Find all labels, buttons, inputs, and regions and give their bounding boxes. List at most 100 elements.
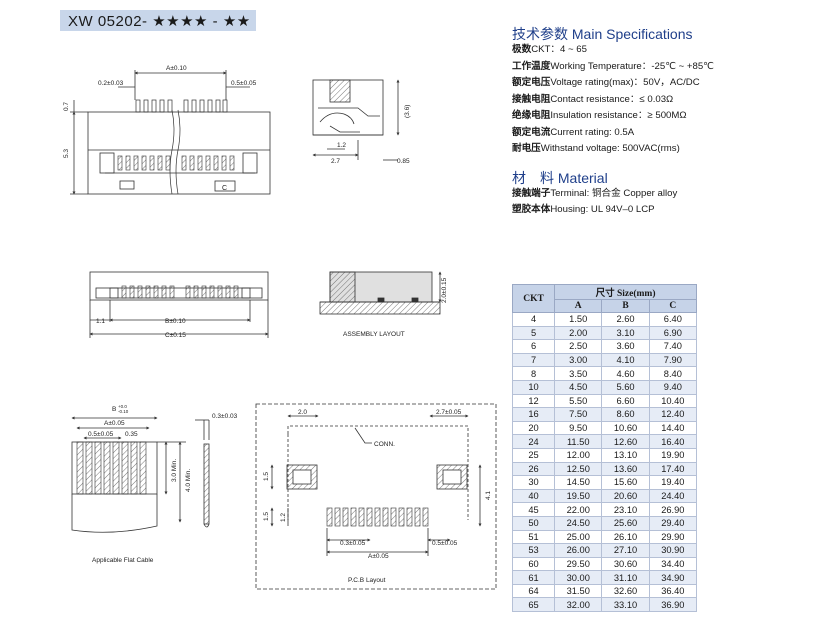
dim-b-010: B±0.10 [165, 318, 186, 325]
table-cell: 15.60 [601, 475, 650, 490]
table-cell: 7 [511, 352, 556, 368]
table-cell: 30.90 [648, 543, 698, 558]
spec-item: 额定电压Voltage rating(max)：50V，AC/DC [512, 77, 700, 88]
table-cell: 26.10 [601, 529, 650, 545]
table-cell: 26.00 [554, 543, 603, 558]
dim-b-tol: B [112, 406, 116, 413]
table-cell: 10.40 [648, 393, 698, 409]
table-cell: 5 [511, 325, 556, 341]
table-cell: 51 [511, 529, 556, 545]
table-cell: 65 [511, 597, 556, 613]
dim-w-27-005: 2.7±0.05 [436, 409, 462, 416]
table-cell: 36.40 [648, 583, 698, 599]
col-a-header: A [554, 299, 603, 313]
dim-b-tol-sub: -0.10 [118, 409, 129, 414]
dim-w-035: 0.35 [125, 431, 138, 438]
table-cell: 2.60 [601, 312, 650, 327]
material-list: 接触端子Terminal: 铜合金 Copper alloy 塑胶本体Housi… [512, 186, 677, 218]
table-cell: 7.50 [554, 407, 603, 422]
col-b-header: B [601, 299, 650, 313]
dim-h-07: 0.7 [63, 102, 70, 111]
spec-item: 极数CKT：4 ~ 65 [512, 44, 587, 55]
table-cell: 29.50 [554, 556, 603, 572]
assembly-layout-drawing [319, 271, 442, 315]
table-cell: 10.60 [601, 420, 650, 436]
table-cell: 7.40 [648, 339, 698, 354]
dim-w-085: 0.85 [397, 158, 410, 165]
table-cell: 25 [511, 447, 556, 463]
table-cell: 24.50 [554, 515, 603, 531]
table-cell: 25.00 [554, 529, 603, 545]
spec-item: 工作温度Working Temperature：-25℃ ~ +85℃ [512, 60, 714, 72]
dim-w-20: 2.0 [298, 409, 307, 416]
dim-h-20-015: 2.0±0.15 [441, 277, 448, 303]
dim-t-03: 0.3±0.03 [212, 413, 238, 420]
pcb-layout-drawing [255, 403, 497, 590]
col-ckt-header: CKT [511, 284, 556, 313]
dim-h-15a: 1.5 [263, 472, 270, 481]
table-cell: 2.00 [554, 325, 603, 341]
table-cell: 4.10 [601, 352, 650, 368]
table-cell: 64 [511, 583, 556, 599]
table-cell: 3.50 [554, 366, 603, 381]
side-view-drawing [312, 79, 400, 161]
dim-w-27: 2.7 [331, 158, 340, 165]
table-cell: 8.40 [648, 366, 698, 381]
table-cell: 16 [511, 407, 556, 422]
table-cell: 60 [511, 556, 556, 572]
table-cell: 31.10 [601, 570, 650, 585]
spec-item: 额定电流Current rating: 0.5A [512, 126, 635, 138]
material-item: 塑胶本体Housing: UL 94V–0 LCP [512, 204, 655, 215]
table-cell: 19.40 [648, 475, 698, 490]
table-cell: 3.60 [601, 339, 650, 354]
dim-a-005b: A±0.05 [368, 553, 389, 560]
dim-h-30min: 3.0 Min. [171, 459, 178, 482]
dim-pitch-05: 0.5±0.05 [231, 80, 257, 87]
table-cell: 5.50 [554, 393, 603, 409]
table-cell: 33.10 [601, 597, 650, 613]
table-cell: 53 [511, 543, 556, 558]
dim-h-15b: 1.5 [263, 512, 270, 521]
table-cell: 8.60 [601, 407, 650, 422]
table-cell: 20.60 [601, 488, 650, 504]
table-cell: 26.90 [648, 502, 698, 517]
table-cell: 4 [511, 312, 556, 327]
table-cell: 4.60 [601, 366, 650, 381]
material-item: 接触端子Terminal: 铜合金 Copper alloy [512, 188, 678, 199]
table-cell: 19.50 [554, 488, 603, 504]
spec-item: 绝缘电阻Insulation resistance：≥ 500MΩ [512, 110, 687, 121]
table-cell: 32.00 [554, 597, 603, 613]
dim-c-015: C±0.15 [165, 332, 186, 339]
table-cell: 40 [511, 488, 556, 504]
dim-a-005: A±0.05 [104, 420, 125, 427]
table-cell: 13.60 [601, 461, 650, 477]
table-cell: 22.00 [554, 502, 603, 517]
table-cell: 23.10 [601, 502, 650, 517]
table-cell: 3.10 [601, 325, 650, 341]
table-cell: 16.40 [648, 434, 698, 449]
table-cell: 12.60 [601, 434, 650, 449]
table-cell: 30 [511, 475, 556, 490]
table-cell: 29.90 [648, 529, 698, 545]
dim-h-53: 5.3 [63, 149, 70, 158]
dim-w-12: 1.2 [337, 142, 346, 149]
spec-item: 接触电阻Contact resistance：≤ 0.03Ω [512, 93, 674, 105]
table-cell: 26 [511, 461, 556, 477]
dim-b-tol-sup: +0.0 [118, 404, 127, 409]
